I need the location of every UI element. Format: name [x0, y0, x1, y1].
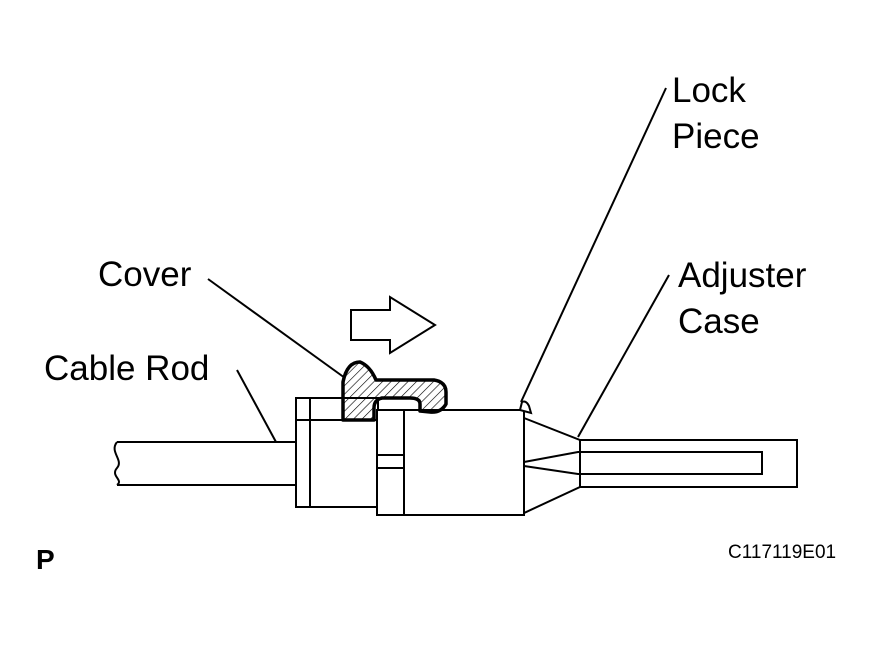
label-lock-piece-line2: Piece: [672, 117, 760, 156]
label-adjuster-case-line2: Case: [678, 302, 760, 341]
leader-adjuster-case: [577, 274, 670, 438]
label-lock-piece-line1: Lock: [672, 71, 746, 110]
lock-piece: [518, 400, 533, 415]
direction-arrow-icon: [350, 295, 437, 355]
cover: [341, 360, 448, 422]
adjuster-case-tail: [523, 416, 798, 515]
adjuster-body: [376, 409, 525, 516]
figure-code: C117119E01: [728, 542, 837, 563]
leader-lines: [207, 87, 670, 443]
label-adjuster-case-line1: Adjuster: [678, 256, 807, 295]
leader-lock-piece: [520, 87, 667, 403]
corner-mark: P: [36, 544, 55, 575]
cable-rod: [113, 441, 296, 486]
label-cover: Cover: [98, 255, 192, 294]
label-cable-rod: Cable Rod: [44, 349, 210, 388]
leader-cable-rod: [236, 369, 277, 443]
leader-cover: [207, 278, 346, 379]
